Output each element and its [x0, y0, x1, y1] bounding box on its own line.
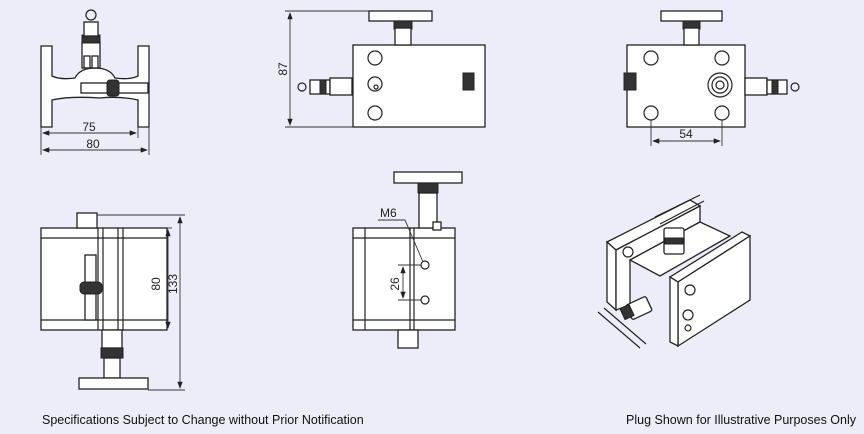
front-view: 75 80 [40, 9, 150, 155]
top-view: 54 [623, 10, 800, 146]
dim-80: 80 [86, 137, 100, 151]
dim-133: 133 [166, 274, 180, 294]
dim-80-vertical: 80 [149, 277, 163, 291]
dim-26: 26 [388, 277, 402, 291]
plan-view: 80 133 [40, 212, 185, 391]
label-m6: M6 [380, 206, 397, 220]
rear-view: M6 26 [352, 171, 463, 349]
dim-75: 75 [82, 120, 96, 134]
isometric-view [597, 194, 752, 349]
dim-54: 54 [679, 127, 693, 141]
footer-disclaimer-right: Plug Shown for Illustrative Purposes Onl… [626, 413, 856, 427]
side-view: 87 [276, 10, 486, 128]
footer-disclaimer-left: Specifications Subject to Change without… [42, 413, 364, 427]
dim-87: 87 [276, 62, 290, 76]
